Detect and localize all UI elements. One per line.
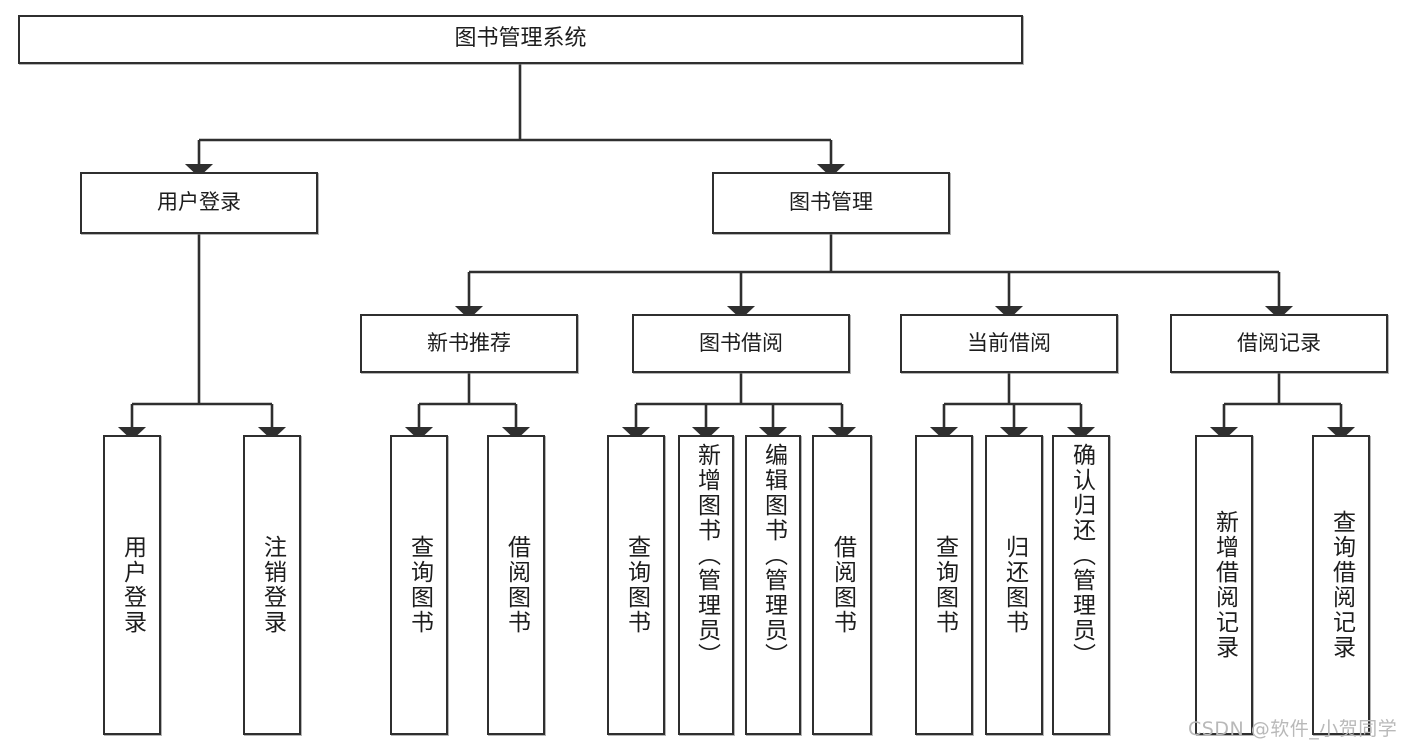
node-label-leaf-query-book-current: 查询图书 <box>931 535 958 635</box>
node-label-leaf-query-book-rec: 查询图书 <box>406 535 433 635</box>
node-new-book-recommend[interactable]: 新书推荐 <box>360 314 578 373</box>
node-label-current-borrow: 当前借阅 <box>967 330 1051 355</box>
node-label-leaf-add-borrow-record: 新增借阅记录 <box>1211 510 1238 660</box>
edges-group <box>117 64 1356 441</box>
node-label-leaf-user-logout: 注销登录 <box>259 535 286 635</box>
node-label-leaf-edit-book-admin: 编辑图书（管理员） <box>760 443 787 668</box>
node-user-login[interactable]: 用户登录 <box>80 172 318 234</box>
node-current-borrow[interactable]: 当前借阅 <box>900 314 1118 373</box>
node-leaf-query-book-borrow[interactable]: 查询图书 <box>607 435 665 735</box>
node-label-leaf-confirm-return-admin: 确认归还（管理员） <box>1068 443 1095 668</box>
node-book-borrow[interactable]: 图书借阅 <box>632 314 850 373</box>
node-leaf-confirm-return-admin[interactable]: 确认归还（管理员） <box>1052 435 1110 735</box>
node-leaf-add-borrow-record[interactable]: 新增借阅记录 <box>1195 435 1253 735</box>
node-leaf-borrow-book[interactable]: 借阅图书 <box>812 435 872 735</box>
node-leaf-add-book-admin[interactable]: 新增图书（管理员） <box>678 435 734 735</box>
node-leaf-edit-book-admin[interactable]: 编辑图书（管理员） <box>745 435 801 735</box>
node-borrow-record[interactable]: 借阅记录 <box>1170 314 1388 373</box>
node-leaf-return-book[interactable]: 归还图书 <box>985 435 1043 735</box>
node-leaf-query-book-current[interactable]: 查询图书 <box>915 435 973 735</box>
node-leaf-query-book-rec[interactable]: 查询图书 <box>390 435 448 735</box>
node-leaf-user-login[interactable]: 用户登录 <box>103 435 161 735</box>
node-label-leaf-query-book-borrow: 查询图书 <box>623 535 650 635</box>
node-label-book-manage: 图书管理 <box>789 190 873 215</box>
node-label-book-borrow: 图书借阅 <box>699 330 783 355</box>
watermark-text: CSDN @软件_小贺同学 <box>1188 718 1398 740</box>
node-leaf-borrow-book-rec[interactable]: 借阅图书 <box>487 435 545 735</box>
node-label-leaf-add-book-admin: 新增图书（管理员） <box>693 443 720 668</box>
node-root[interactable]: 图书管理系统 <box>18 15 1023 64</box>
node-label-leaf-borrow-book-rec: 借阅图书 <box>503 535 530 635</box>
node-label-leaf-return-book: 归还图书 <box>1001 535 1028 635</box>
node-label-leaf-borrow-book: 借阅图书 <box>829 535 856 635</box>
node-label-root: 图书管理系统 <box>454 26 587 52</box>
node-label-leaf-query-borrow-record: 查询借阅记录 <box>1328 510 1355 660</box>
node-leaf-user-logout[interactable]: 注销登录 <box>243 435 301 735</box>
node-label-borrow-record: 借阅记录 <box>1237 330 1321 355</box>
node-label-leaf-user-login: 用户登录 <box>119 535 146 635</box>
node-label-new-book-recommend: 新书推荐 <box>427 330 511 355</box>
node-book-manage[interactable]: 图书管理 <box>712 172 950 234</box>
node-leaf-query-borrow-record[interactable]: 查询借阅记录 <box>1312 435 1370 735</box>
node-label-user-login: 用户登录 <box>157 190 241 215</box>
